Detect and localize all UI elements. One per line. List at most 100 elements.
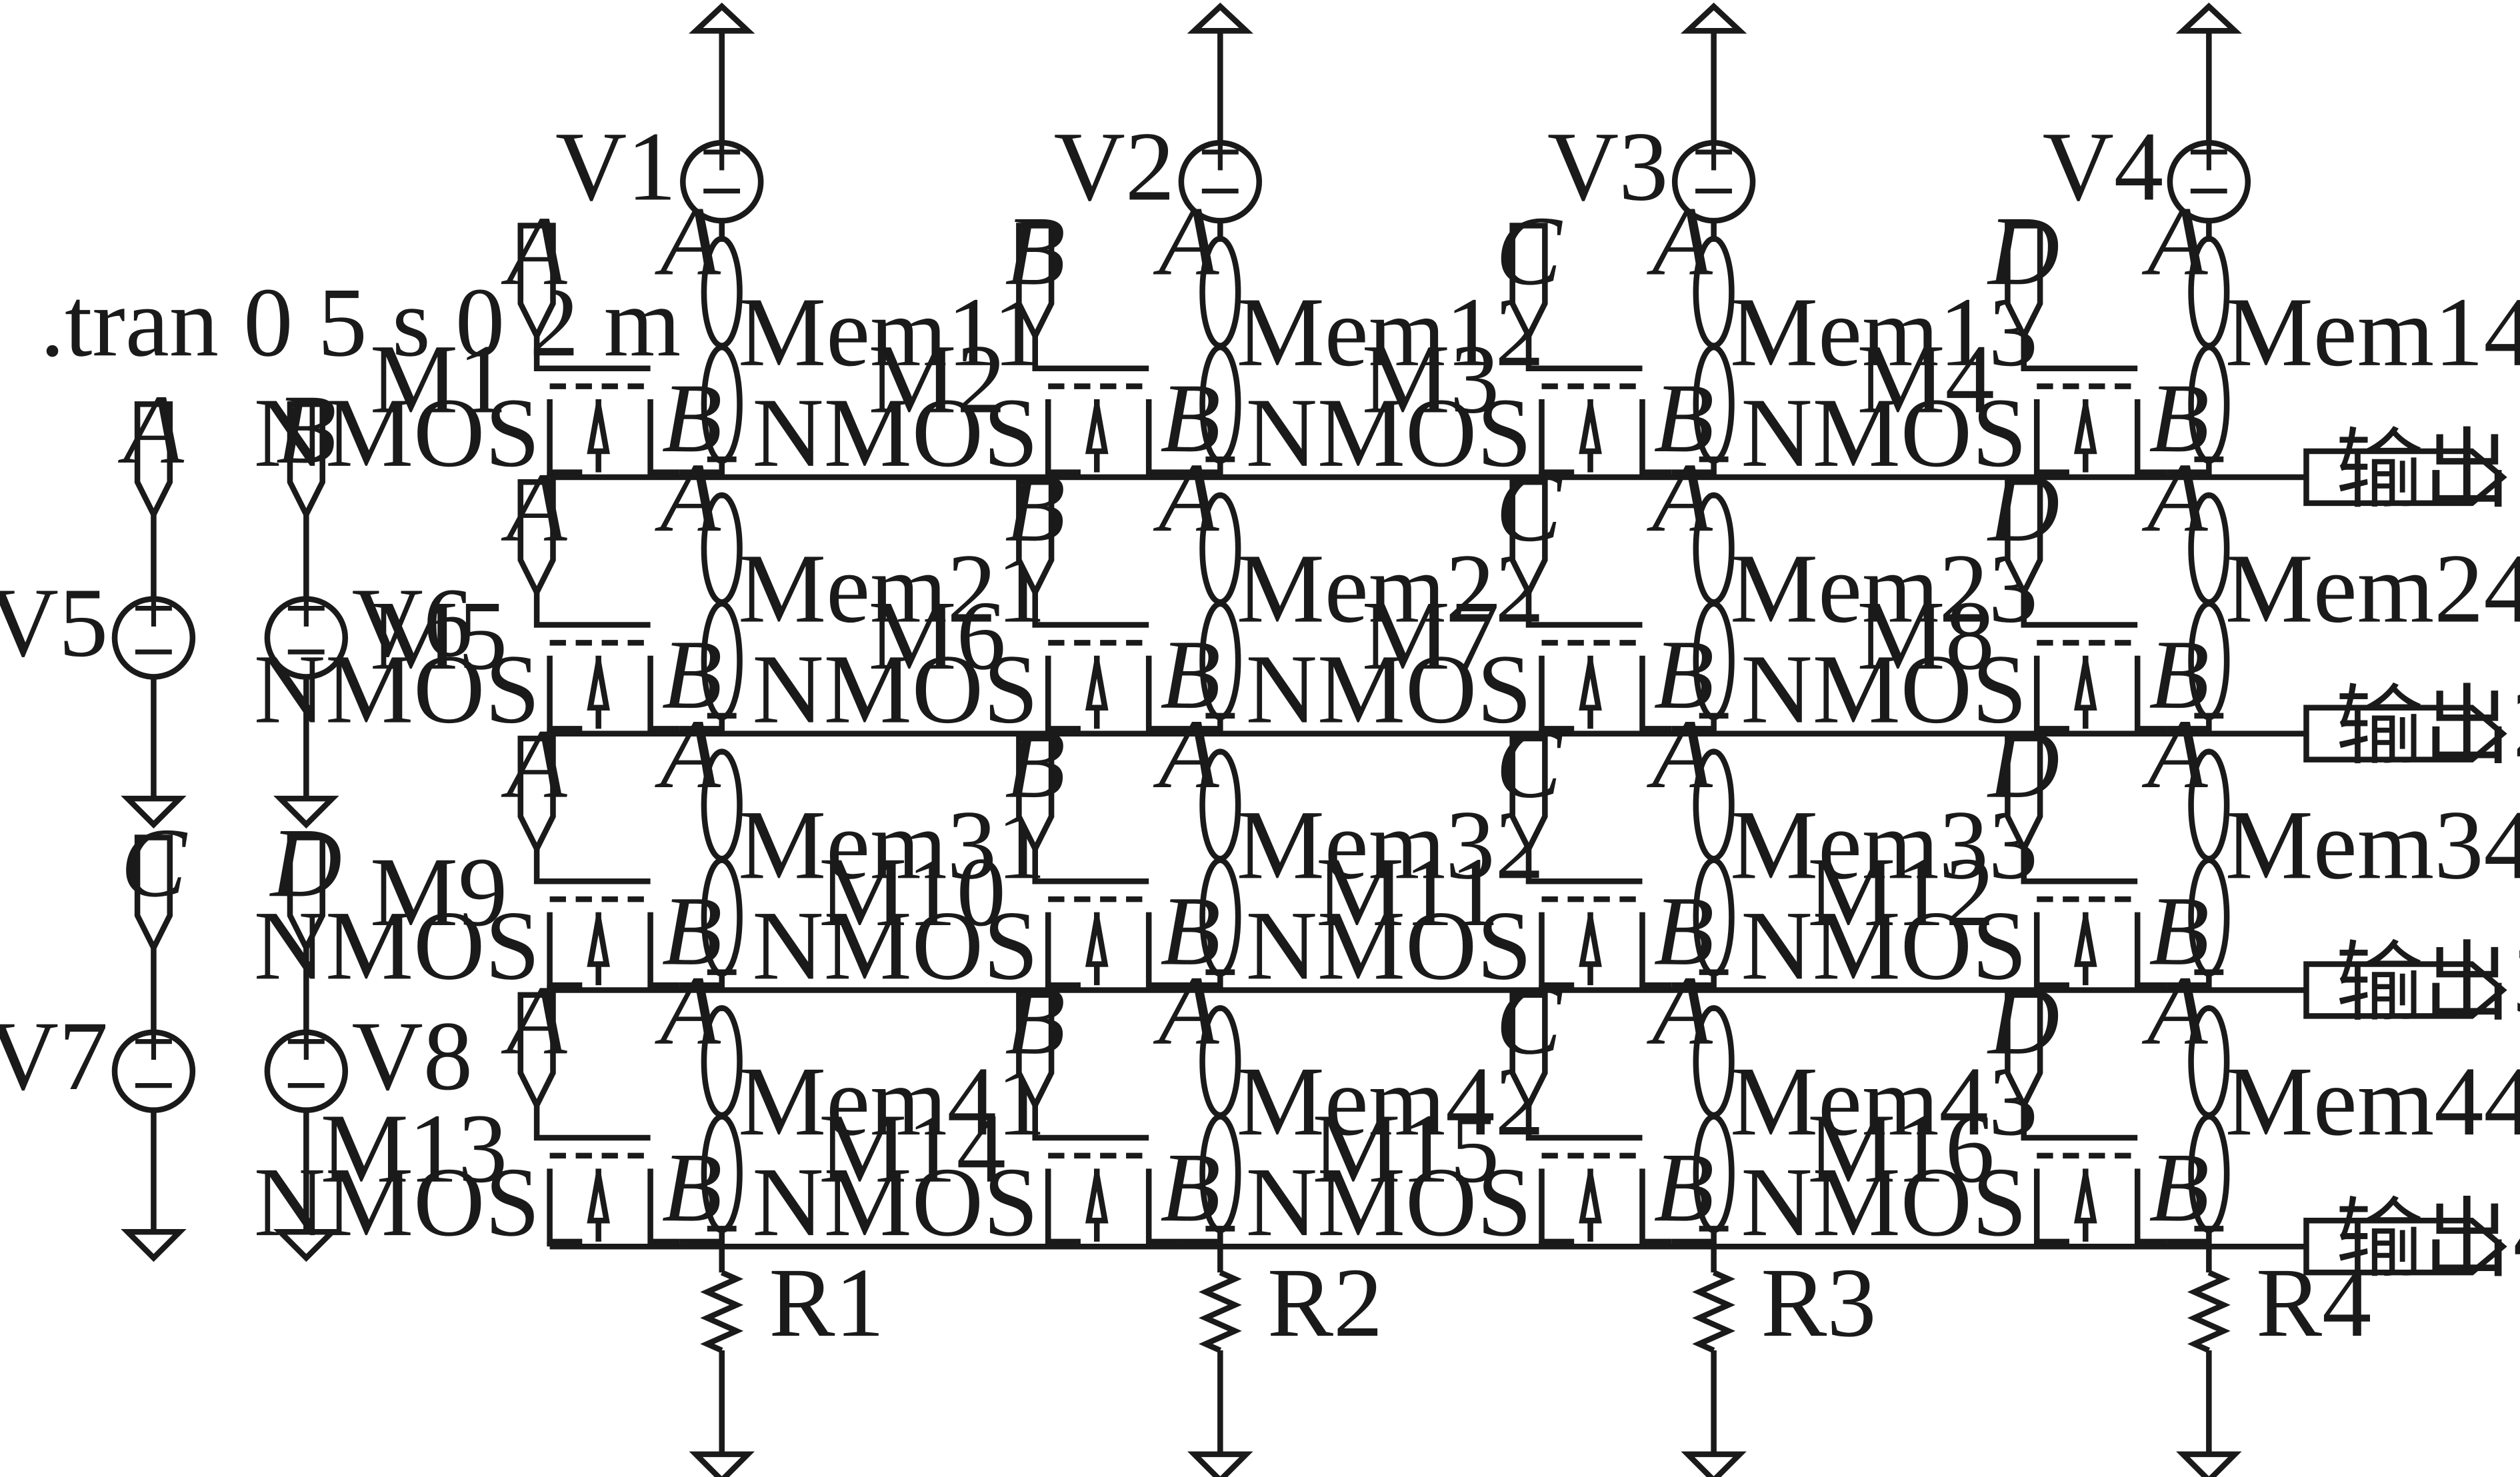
mosfet-drain bbox=[2134, 399, 2167, 475]
memristor-terminal-b: B bbox=[662, 876, 723, 986]
gate-wire bbox=[533, 848, 651, 884]
mosfet-drain bbox=[647, 1168, 680, 1245]
memristor-name: Mem34 bbox=[2225, 790, 2520, 900]
net-flag-label: B bbox=[1005, 453, 1065, 563]
crossbar-cells: AM1NMOSABMem11BM2NMOSABMem12CM3NMOSABMem… bbox=[254, 187, 2520, 1258]
net-flag bbox=[1016, 992, 1055, 1112]
source-sign-bottom: + bbox=[2185, 117, 2233, 185]
transistor-name: M9 bbox=[370, 838, 507, 947]
gate-wire bbox=[1525, 1105, 1643, 1141]
supply-arrow bbox=[2175, 2, 2243, 34]
mosfet-source bbox=[547, 1168, 583, 1245]
memristor-terminal-b: B bbox=[1160, 364, 1221, 473]
transistor-model: NMOS bbox=[1246, 1148, 1532, 1257]
memristor-terminal-a: A bbox=[2141, 956, 2209, 1066]
memristor-terminal-a: A bbox=[1153, 443, 1220, 553]
mosfet-drain bbox=[1639, 1168, 1672, 1245]
net-flag-label: D bbox=[1987, 710, 2059, 819]
mosfet-drain bbox=[2134, 1168, 2167, 1245]
mosfet-arrow bbox=[1579, 918, 1602, 967]
memristor-terminal-b: B bbox=[1160, 876, 1221, 986]
source-sign-top: − bbox=[1196, 155, 1245, 223]
mosfet-arrow bbox=[2074, 661, 2097, 711]
source-sign-top: − bbox=[1689, 155, 1738, 223]
transistor-name: M14 bbox=[819, 1094, 1006, 1204]
memristor-terminal-a: A bbox=[1153, 187, 1220, 297]
memristor-terminal-a: A bbox=[654, 700, 721, 809]
net-flag-label: D bbox=[1987, 197, 2059, 306]
memristor-terminal-b: B bbox=[2149, 621, 2209, 730]
transistor-name: M6 bbox=[869, 581, 1006, 691]
transistor-model: NMOS bbox=[254, 891, 540, 1000]
input-source-v5: A+−V5 bbox=[0, 375, 196, 829]
net-flag bbox=[287, 401, 325, 521]
mosfet-source bbox=[1045, 1168, 1081, 1245]
source-sign-top: − bbox=[2185, 155, 2233, 223]
memristor-terminal-b: B bbox=[1654, 364, 1715, 473]
row-4: 输出4 bbox=[549, 1188, 2520, 1290]
ground-symbol bbox=[1681, 1451, 1747, 1477]
net-flag bbox=[1509, 992, 1548, 1112]
output-label: 输出4 bbox=[2335, 1188, 2520, 1290]
memristor-terminal-a: A bbox=[2141, 187, 2209, 297]
transistor-model: NMOS bbox=[752, 379, 1038, 488]
mosfet-drain bbox=[1639, 912, 1672, 988]
input-source-v8: D+−V8 bbox=[264, 808, 473, 1262]
ground-symbol bbox=[2176, 1451, 2242, 1477]
memristor-terminal-a: A bbox=[2141, 700, 2209, 809]
transistor-name: M16 bbox=[1807, 1094, 1995, 1204]
source-sign-bottom: + bbox=[1689, 117, 1738, 185]
transistor-model: NMOS bbox=[254, 635, 540, 744]
source-label: V1 bbox=[555, 113, 677, 222]
net-flag-label: D bbox=[1987, 453, 2059, 563]
memristor-name: Mem33 bbox=[1730, 790, 2038, 900]
source-sign-top: + bbox=[129, 1006, 178, 1074]
memristor-terminal-b: B bbox=[2149, 876, 2209, 986]
mosfet-arrow bbox=[1085, 918, 1109, 967]
memristor-name: Mem21 bbox=[738, 535, 1046, 644]
mosfet-drain bbox=[1639, 399, 1672, 475]
net-flag-label: D bbox=[1987, 966, 2059, 1075]
memristor-name: Mem42 bbox=[1237, 1047, 1545, 1156]
net-flag-label: B bbox=[1005, 197, 1065, 306]
ground-symbol bbox=[689, 1451, 755, 1477]
mosfet-arrow bbox=[1085, 405, 1109, 455]
memristor-terminal-a: A bbox=[654, 443, 721, 553]
row-1: 输出1 bbox=[549, 419, 2520, 521]
input-source-v6: B+−V6 bbox=[264, 375, 473, 829]
gate-wire bbox=[533, 1105, 651, 1141]
mosfet-arrow bbox=[1579, 1174, 1602, 1224]
transistor-model: NMOS bbox=[1246, 379, 1532, 488]
memristor-name: Mem32 bbox=[1237, 790, 1545, 900]
resistor bbox=[1198, 1270, 1242, 1353]
source-sign-top: + bbox=[129, 573, 178, 641]
ground-symbol bbox=[273, 1229, 339, 1262]
memristor-name: Mem23 bbox=[1730, 535, 2038, 644]
net-flag-label: A bbox=[501, 710, 568, 819]
memristor-name: Mem41 bbox=[738, 1047, 1046, 1156]
transistor-name: M10 bbox=[819, 838, 1006, 947]
net-flag-label: A bbox=[501, 453, 568, 563]
transistor-name: M8 bbox=[1857, 581, 1995, 691]
net-flag-label: C bbox=[1495, 453, 1563, 563]
memristor-terminal-a: A bbox=[1646, 956, 1713, 1066]
gate-wire bbox=[1525, 336, 1643, 372]
row-3: 输出3 bbox=[549, 932, 2520, 1034]
net-flag-label: A bbox=[117, 375, 185, 485]
memristor-terminal-b: B bbox=[662, 621, 723, 730]
source-label: V6 bbox=[352, 569, 473, 678]
resistor bbox=[2187, 1270, 2231, 1353]
net-flag-label: B bbox=[1005, 710, 1065, 819]
transistor-name: M3 bbox=[1362, 325, 1499, 435]
memristor-name: Mem14 bbox=[2225, 278, 2520, 387]
net-flag bbox=[517, 735, 556, 856]
transistor-model: NMOS bbox=[254, 1148, 540, 1257]
mosfet-arrow bbox=[2074, 1174, 2097, 1224]
memristor-terminal-a: A bbox=[2141, 443, 2209, 553]
net-flag-label: A bbox=[501, 197, 568, 306]
net-flag bbox=[1016, 479, 1055, 599]
net-flag bbox=[517, 992, 556, 1112]
